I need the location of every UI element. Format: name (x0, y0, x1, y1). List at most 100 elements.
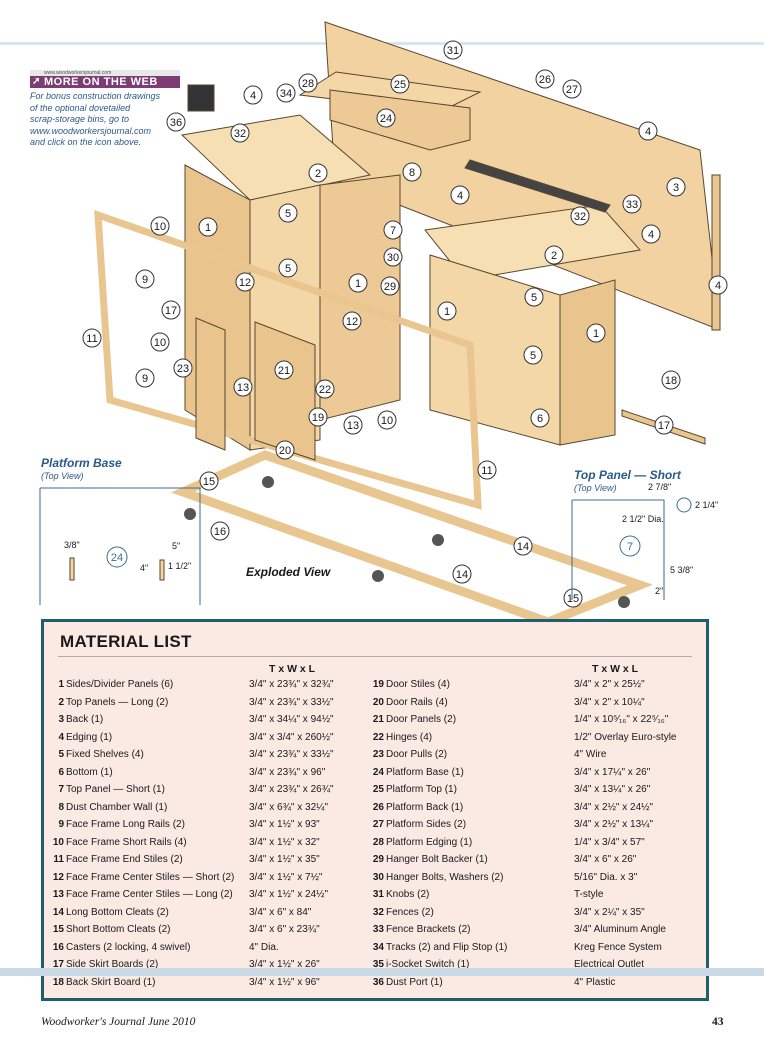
material-size: Kreg Fence System (574, 941, 662, 953)
material-number: 36 (372, 976, 384, 988)
part-callout-label: 2 (551, 250, 557, 262)
material-number: 14 (52, 906, 64, 918)
material-label: Hinges (4) (386, 731, 433, 743)
material-label: Door Panels (2) (386, 714, 457, 725)
part-callout-label: 9 (142, 274, 148, 286)
material-list-title: MATERIAL LIST (60, 632, 192, 651)
material-label: Tracks (2) and Flip Stop (1) (386, 941, 508, 953)
part-callout-label: 4 (250, 90, 256, 102)
part-callout-label: 4 (715, 280, 721, 292)
part-callout-label: 5 (531, 292, 537, 304)
part-callout-label: 31 (447, 45, 459, 57)
part-callout: 18 (661, 370, 681, 390)
material-label: Platform Edging (1) (386, 836, 473, 848)
part-callout: 30 (383, 247, 403, 267)
material-size: 3/4" x 2½" x 13¼" (574, 819, 654, 830)
title-rule (58, 656, 692, 657)
caster (432, 534, 444, 546)
part-callout: 12 (235, 272, 255, 292)
part-callout: 17 (161, 300, 181, 320)
material-size: 3/4" x 3/4" x 260½" (249, 731, 334, 743)
material-label: Face Frame Long Rails (2) (66, 819, 185, 830)
material-size: 3/4" x 23¾" x 26¾" (249, 784, 334, 795)
material-label: Door Rails (4) (386, 696, 448, 708)
material-label: Back (1) (66, 714, 104, 725)
material-size: 3/4" x 1½" x 32" (249, 836, 320, 848)
part-callout-label: 33 (626, 199, 638, 211)
exploded-view-label: Exploded View (246, 565, 331, 579)
part-callout: 11 (477, 460, 497, 480)
material-label: Door Stiles (4) (386, 679, 450, 690)
part-callout-label: 17 (165, 305, 177, 317)
part-callout-label: 14 (517, 541, 529, 553)
material-label: i-Socket Switch (1) (386, 959, 470, 970)
part-callout-label: 4 (648, 229, 654, 241)
part-callout-label: 19 (312, 412, 324, 424)
part-callout-label: 4 (645, 126, 651, 138)
part-callout-label: 24 (111, 552, 123, 564)
material-number: 33 (372, 924, 384, 935)
part-callout: 32 (570, 206, 590, 226)
material-size: 3/4" x 1½" x 26" (249, 959, 320, 970)
part-callout-label: 10 (381, 415, 393, 427)
part-callout: 28 (298, 73, 318, 93)
material-number: 15 (52, 924, 64, 935)
part-callout: 10 (150, 332, 170, 352)
web-promo-line: scrap-storage bins, go to (30, 114, 130, 124)
web-promo-banner[interactable]: ➚ MORE ON THE WEB (30, 76, 180, 88)
dim-label: 5" (172, 541, 181, 551)
material-size: 3/4" x 2½" x 24½" (574, 801, 654, 813)
web-promo-link[interactable]: www.woodworkersjournal.com (30, 125, 152, 136)
top-panel-short-subtitle: (Top View) (574, 483, 617, 493)
part-callout-label: 10 (154, 337, 166, 349)
material-label: Knobs (2) (386, 889, 430, 900)
footer-publication: Woodworker's Journal June 2010 (41, 1016, 196, 1028)
material-size: 3/4" x 2" x 10¼" (574, 696, 645, 708)
material-number: 23 (372, 749, 384, 760)
material-label: Casters (2 locking, 4 swivel) (66, 941, 191, 953)
part-callout: 20 (275, 440, 295, 460)
part-callout: 7 (619, 535, 641, 557)
material-size: 3/4" x 2" x 25½" (574, 679, 645, 690)
part-callout-label: 12 (346, 316, 358, 328)
dim-label: 4" (140, 563, 149, 573)
column-header: T x W x L (269, 663, 316, 675)
material-number: 6 (58, 766, 64, 778)
material-number: 20 (372, 696, 384, 708)
part-callout-label: 20 (279, 445, 291, 457)
caster (184, 508, 196, 520)
web-promo[interactable]: www.woodworkersjournal.com ➚ MORE ON THE… (30, 70, 180, 149)
part-callout: 14 (452, 564, 472, 584)
platform-base-outline (40, 487, 201, 605)
material-size: 3/4" x 1½" x 35" (249, 854, 320, 865)
material-number: 11 (53, 854, 64, 865)
material-label: Back Skirt Board (1) (66, 976, 156, 988)
part-callout-label: 34 (280, 88, 292, 100)
part-callout-label: 28 (302, 78, 314, 90)
part-callout: 16 (210, 521, 230, 541)
part-callout: 14 (513, 536, 533, 556)
dust-hole (676, 497, 692, 513)
